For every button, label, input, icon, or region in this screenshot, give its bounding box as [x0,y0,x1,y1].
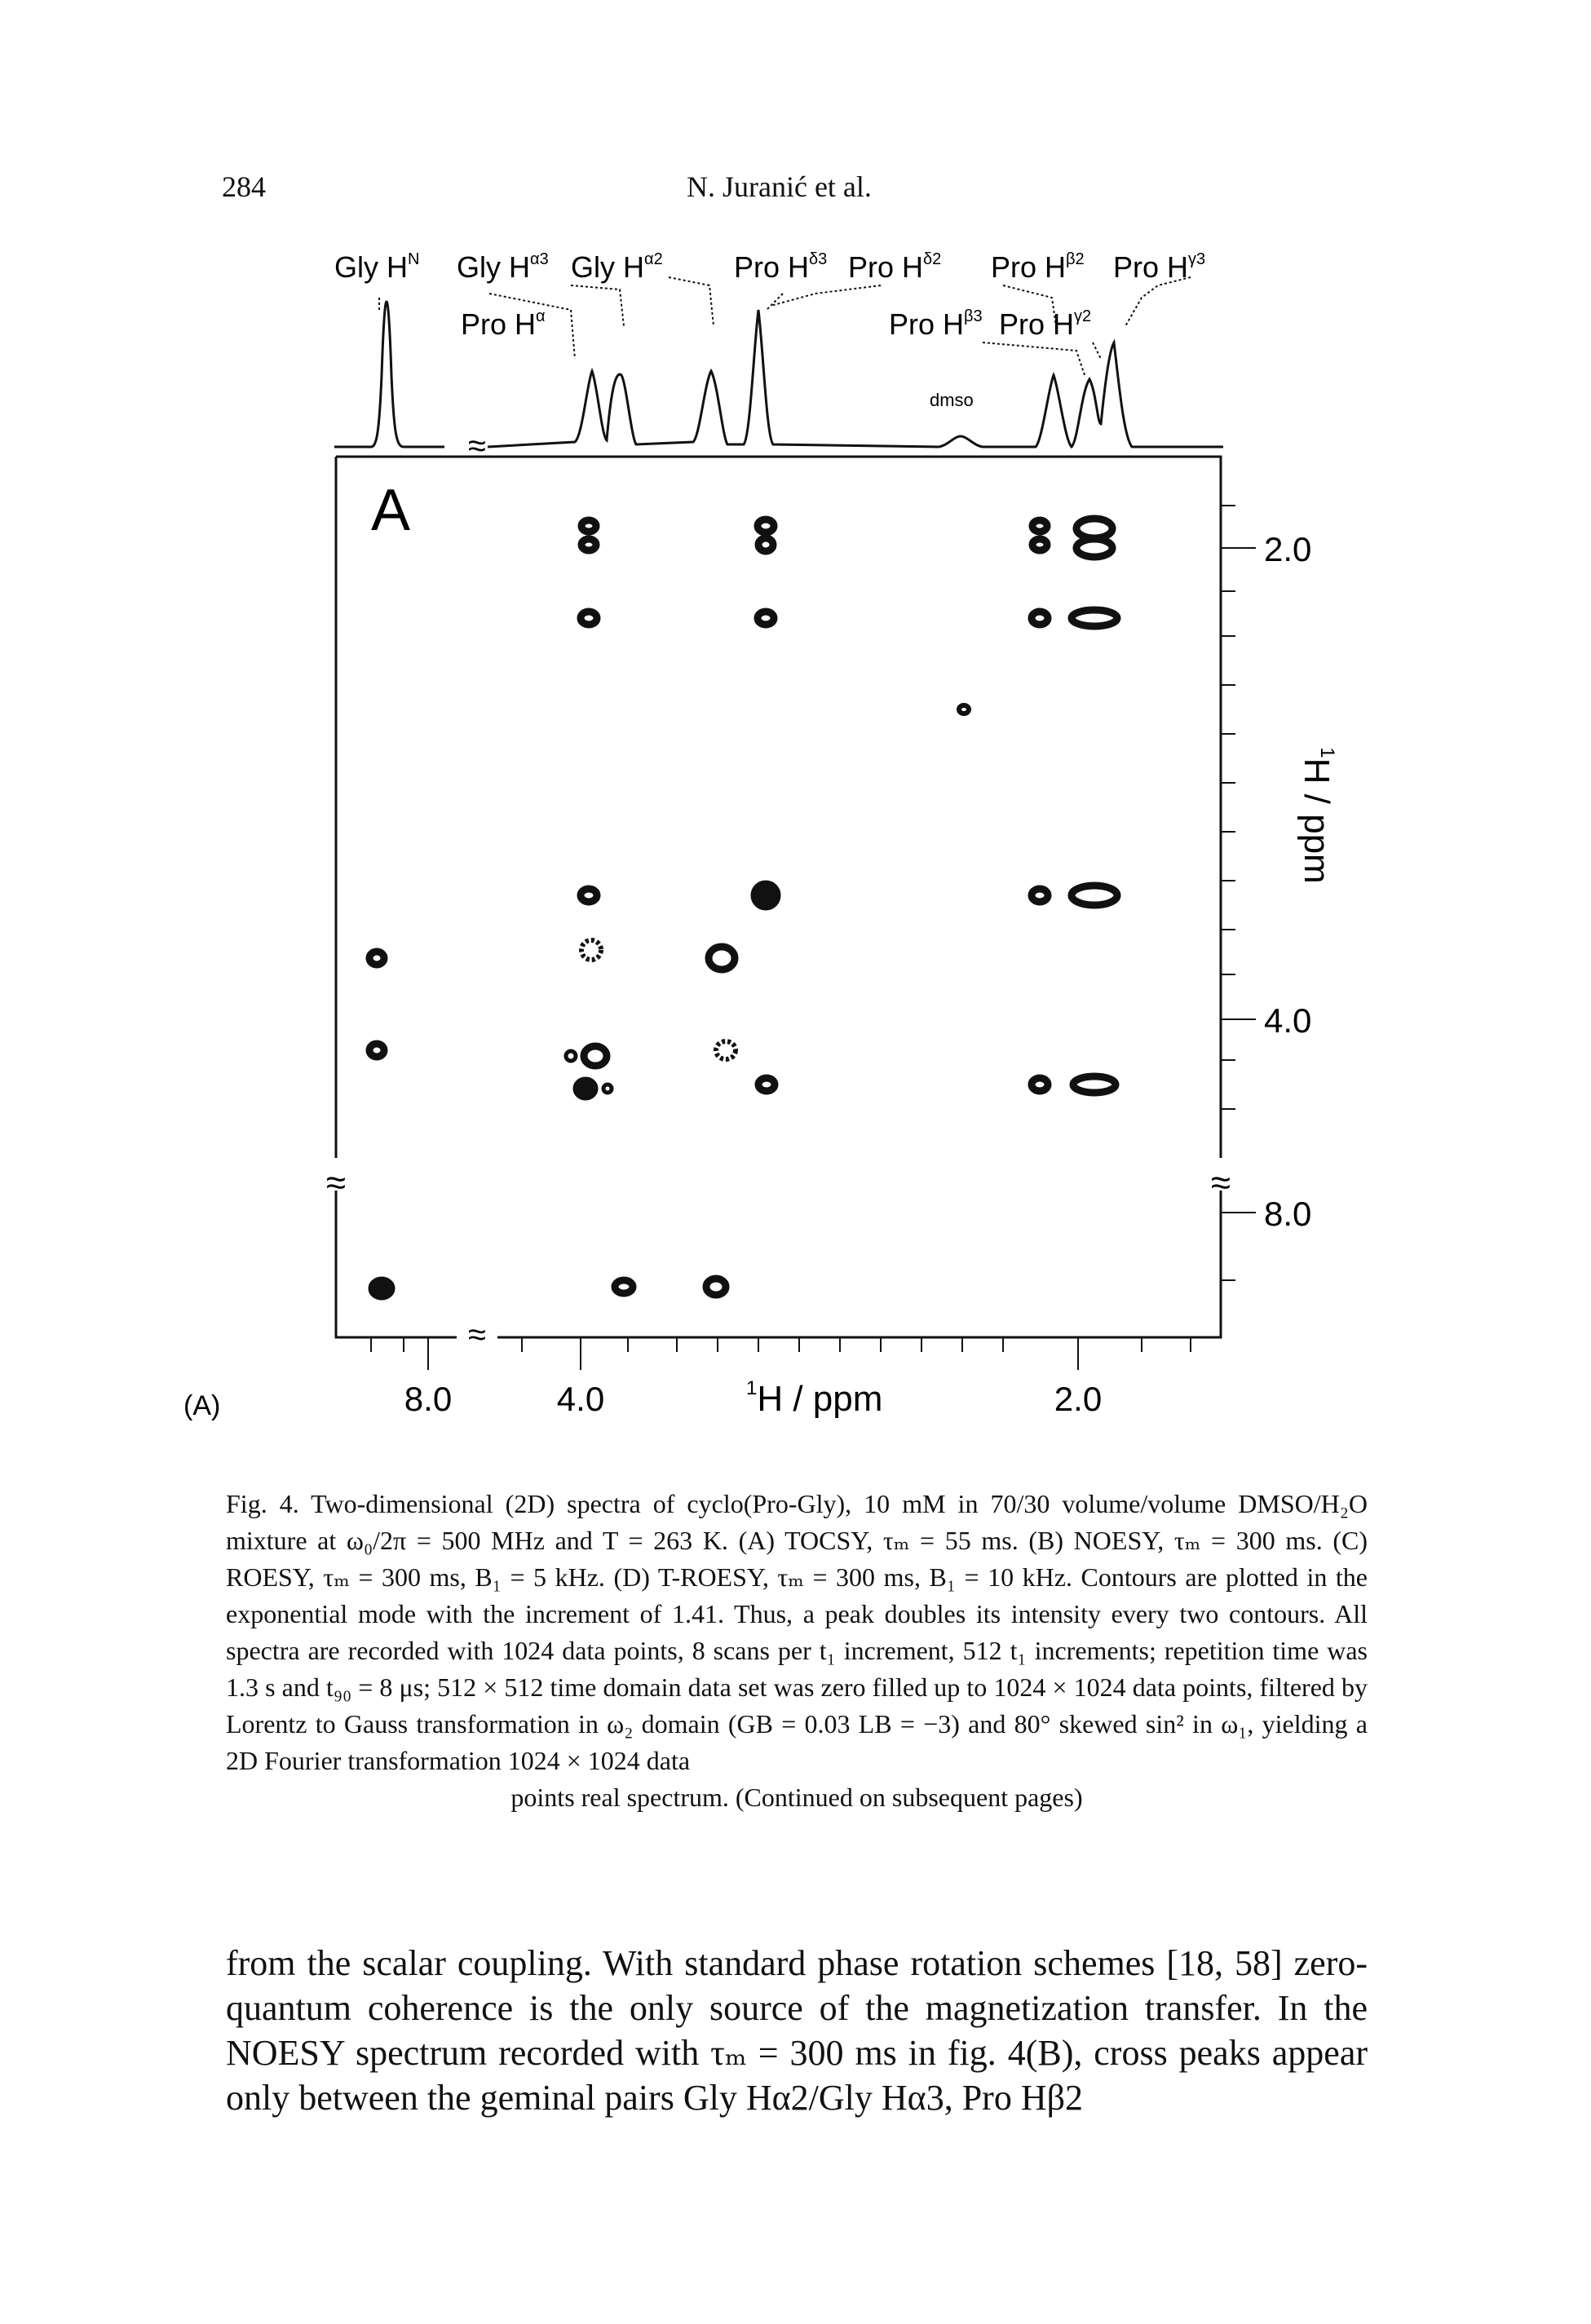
cross-peak [601,1082,614,1095]
label-pro-hd2: Pro Hδ2 [848,250,941,284]
cross-peak [1028,516,1051,536]
y-tick-label: 4.0 [1264,1001,1311,1040]
cross-peak [754,515,778,537]
cross-peak [563,1049,578,1063]
cross-peak [702,1275,730,1299]
label-dmso: dmso [930,390,974,410]
x-tick-labels: 8.0 4.0 2.0 [404,1380,1102,1418]
trace-break-mark: ≈ [468,428,486,464]
cross-peak [365,1040,388,1061]
cross-peak [705,943,739,974]
x-tick-label: 4.0 [557,1380,604,1418]
cross-peaks [365,515,1121,1301]
label-pro-hd3: Pro Hδ3 [734,250,827,284]
y-tick-label: 8.0 [1264,1195,1311,1233]
cross-peak [1067,606,1121,630]
cross-peak [754,1074,779,1095]
cross-peak [1069,1072,1120,1097]
label-gly-hn: Gly HN [334,250,419,284]
cross-peak [577,535,600,554]
label-pro-hb2: Pro Hβ2 [991,250,1085,284]
cross-peak [1067,881,1121,909]
cross-peak [1072,515,1116,542]
tocsy-spectrum-figure: ≈ Gly HN Gly Hα3 Gly Hα2 Pro Hδ3 Pro Hδ2… [183,250,1338,1421]
label-pro-hb3: Pro Hβ3 [889,307,983,341]
peak-leader-lines [378,276,1191,376]
y-tick-label: 2.0 [1264,530,1311,568]
label-pro-hg3: Pro Hγ3 [1113,250,1205,284]
x-tick-label: 2.0 [1054,1380,1102,1418]
cross-peak [1072,535,1116,561]
cross-peak [957,703,971,716]
caption-text: Fig. 4. Two-dimensional (2D) spectra of … [226,1489,1368,1775]
y-axis-label: 1H / ppm [1297,747,1338,883]
running-head: N. Juranić et al. [687,170,872,203]
y-break-gap-right [1211,1158,1231,1191]
y-tick-marks [1221,505,1256,1281]
cross-peak [750,880,781,911]
cross-peak [611,1276,637,1297]
x-break: ≈ [468,1317,486,1353]
y-break-right: ≈ [1211,1163,1231,1203]
cross-peak [580,1042,611,1070]
y-tick-labels: 2.0 4.0 8.0 [1264,530,1311,1233]
cross-peak [579,938,603,962]
panel-letter: A [371,478,410,543]
plot-frame [334,455,1222,1339]
cross-peak [1028,608,1052,629]
y-break-left: ≈ [326,1163,346,1203]
label-gly-ha3: Gly Hα3 [457,250,549,284]
cross-peak [1028,1074,1052,1095]
cross-peak [754,534,777,555]
x-tick-label: 8.0 [404,1380,452,1418]
x-axis-label: 1H / ppm [746,1377,882,1419]
cross-peak [577,885,601,906]
x-tick-marks [370,1337,1191,1370]
x-break-gap [457,1328,497,1347]
1d-spectrum-trace [334,300,1223,449]
label-gly-ha2: Gly Hα2 [571,250,663,284]
peak-labels: Gly HN Gly Hα3 Gly Hα2 Pro Hδ3 Pro Hδ2 P… [334,250,1205,410]
label-pro-hg2: Pro Hγ2 [999,307,1091,341]
page-number: 284 [222,170,266,203]
cross-peak [577,608,601,629]
cross-peak [1028,535,1051,554]
cross-peak [754,608,778,629]
caption-last-line: points real spectrum. (Continued on subs… [510,1783,1083,1812]
cross-peak [577,516,600,536]
label-pro-ha: Pro Hα [461,307,546,341]
body-paragraph: from the scalar coupling. With standard … [226,1943,1368,2118]
cross-peak [1028,885,1052,906]
panel-tag: (A) [183,1390,220,1421]
cross-peak [365,948,388,969]
cross-peak [714,1039,738,1062]
y-break-gap-left [326,1158,346,1191]
cross-peak [368,1276,396,1301]
cross-peak [572,1076,599,1101]
figure-caption: Fig. 4. Two-dimensional (2D) spectra of … [226,1486,1368,1816]
